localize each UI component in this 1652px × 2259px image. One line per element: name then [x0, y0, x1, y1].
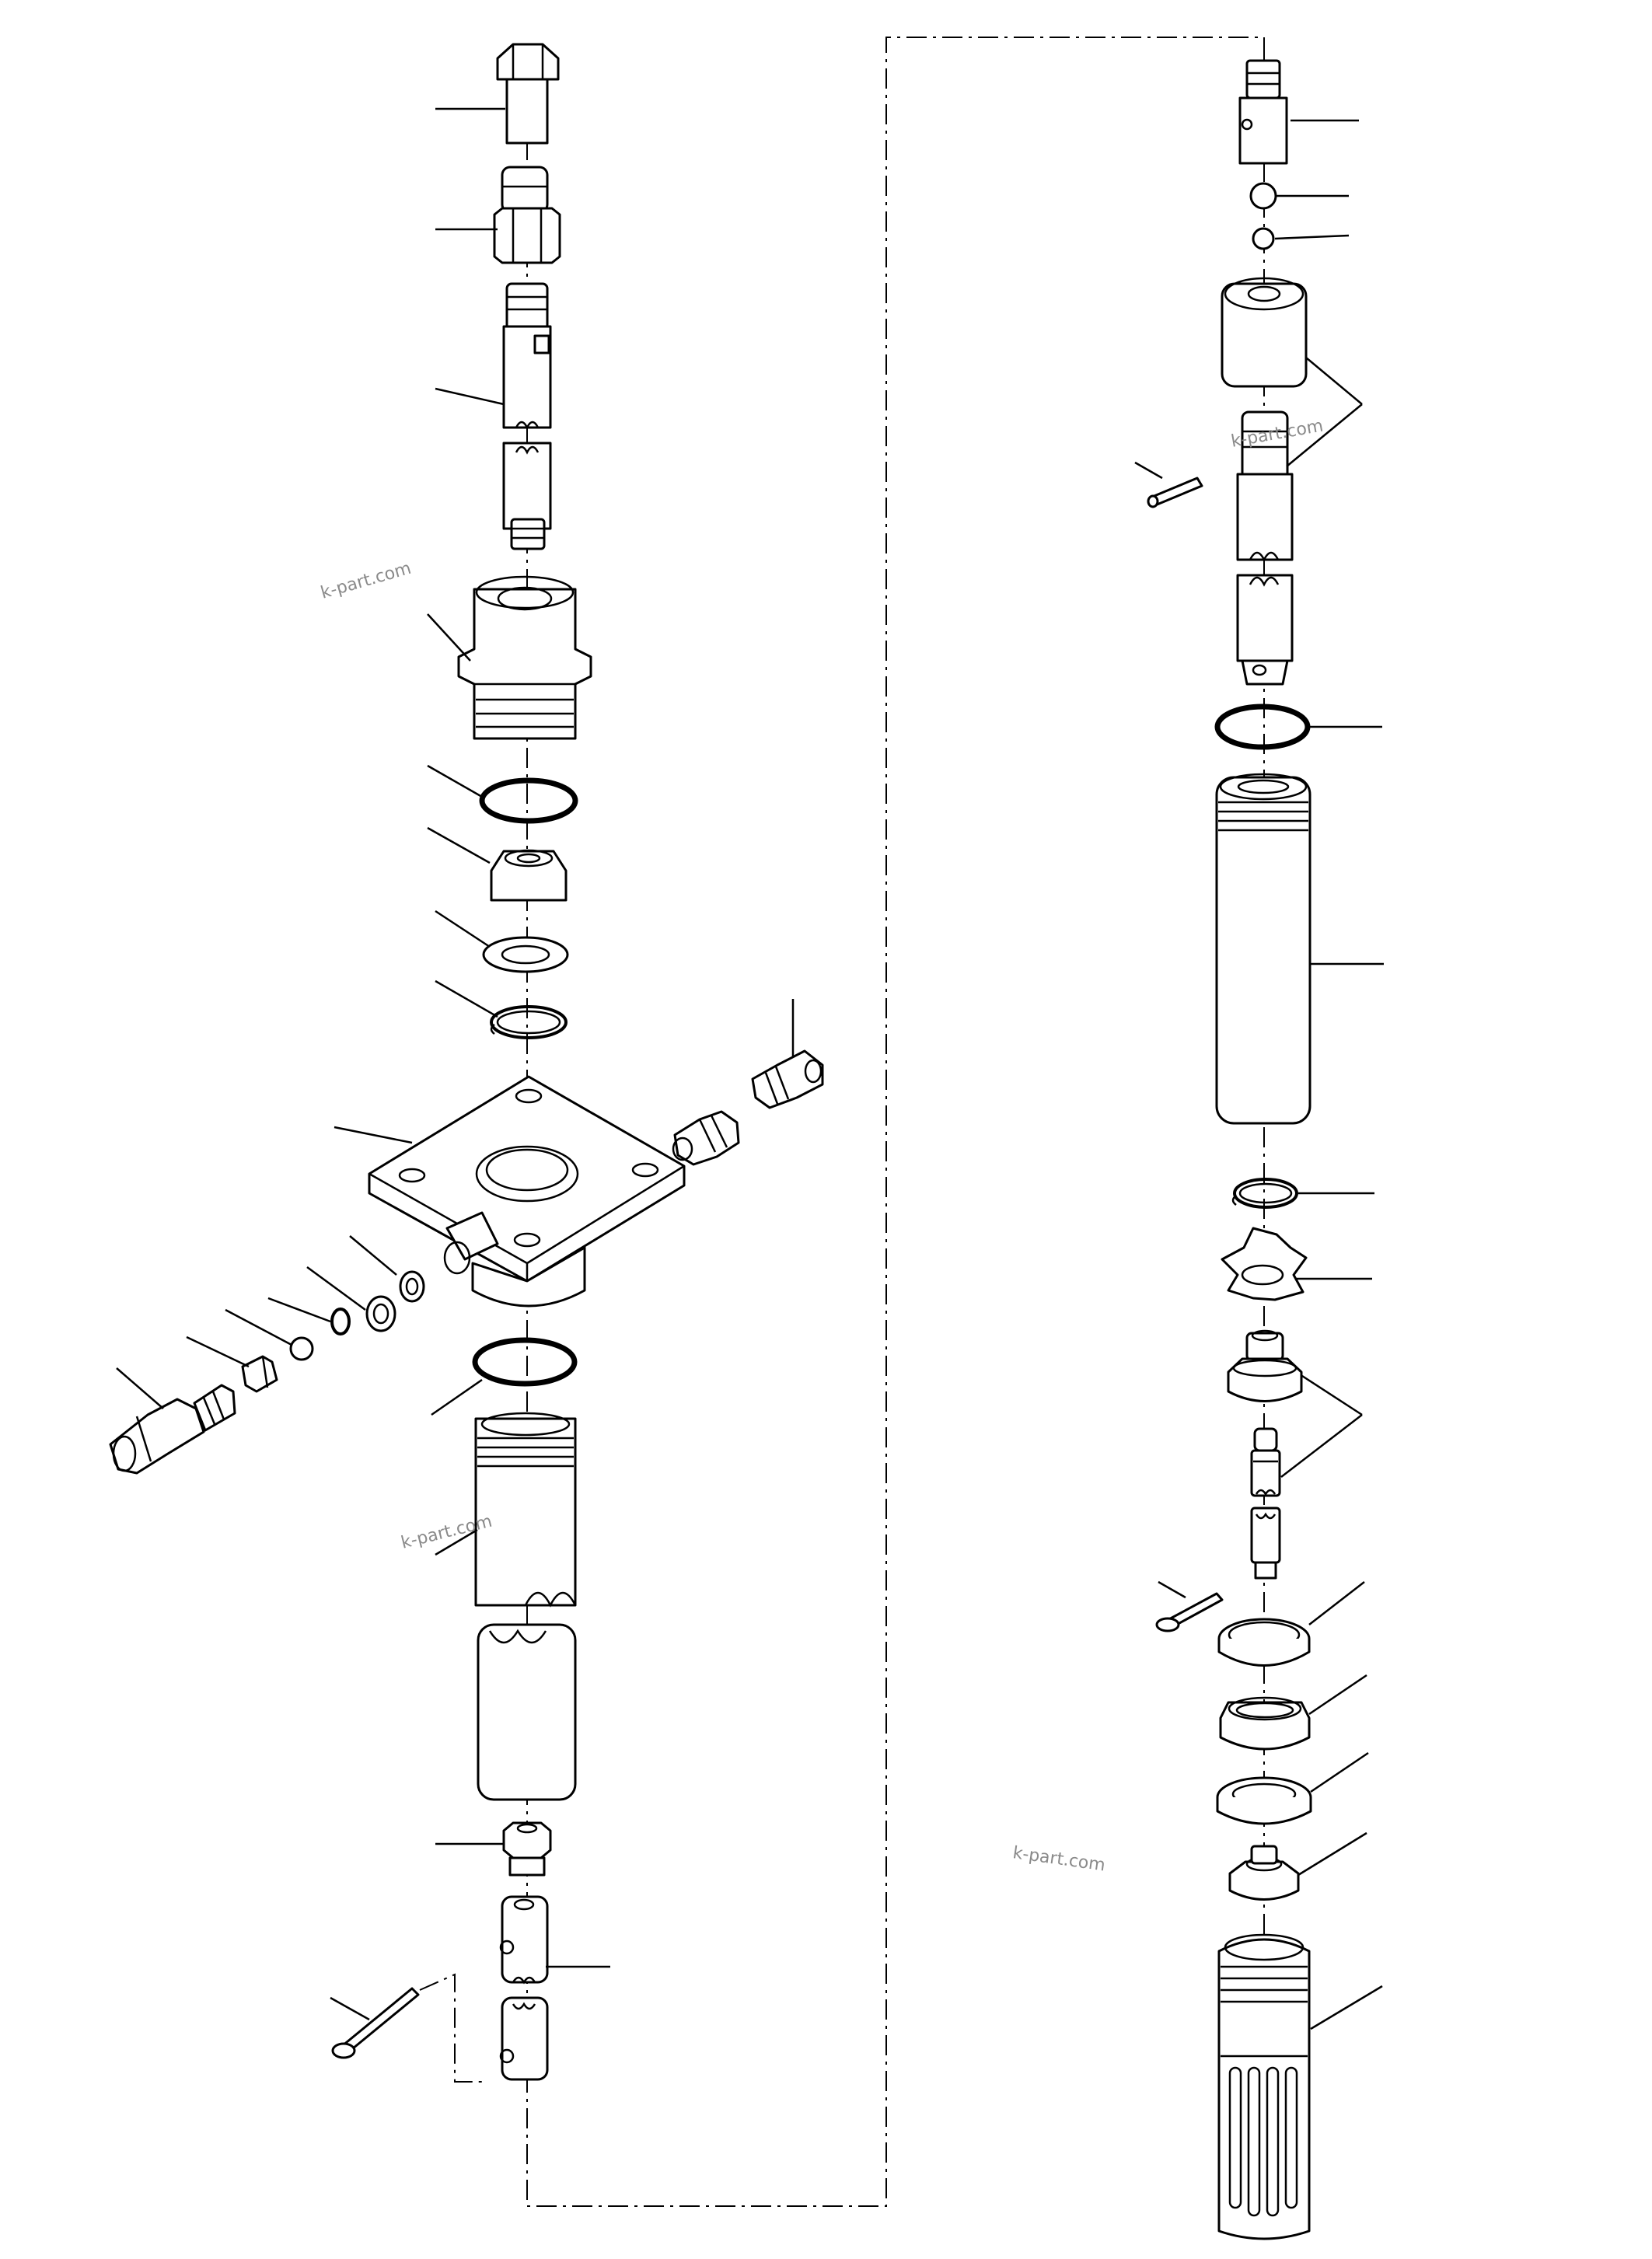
main-cylinder-part: [1215, 773, 1311, 1125]
seal-cup-part: [490, 849, 568, 902]
watermark-text: k-part.com: [1011, 1843, 1106, 1875]
side-plug-fitting: [109, 1384, 236, 1475]
leader-line: [431, 1378, 483, 1416]
leader-line: [1310, 1751, 1369, 1793]
leader-line: [435, 1528, 478, 1556]
leader-line: [225, 1308, 292, 1346]
assembly-connection-line: [526, 37, 1265, 2207]
leader-line: [1308, 1674, 1367, 1716]
o-ring-middle: [472, 1337, 578, 1387]
top-fitting-part: [1238, 59, 1288, 165]
ball-large: [1249, 182, 1277, 210]
bushing-part: [1216, 1776, 1312, 1825]
right-upper-rod-part: [1236, 410, 1294, 562]
hex-bolt-part: [496, 43, 560, 145]
leader-line: [1298, 1831, 1367, 1877]
banjo-fitting-part: [493, 166, 561, 264]
leader-line: [435, 979, 498, 1018]
watermark-text: k-part.com: [319, 559, 414, 603]
right-lower-rod-part: [1236, 574, 1294, 686]
leader-line: [1286, 357, 1363, 467]
mounting-plate-part: [368, 1075, 686, 1308]
lower-rod-part: [502, 442, 552, 550]
leader-line: [427, 764, 483, 798]
leader-line: [1308, 1581, 1365, 1625]
grip-handle-part: [1217, 1933, 1311, 2240]
leader-line: [116, 1367, 164, 1409]
cylinder-head-part: [457, 575, 592, 740]
snap-ring-right: [1231, 1178, 1298, 1209]
star-washer-part: [1221, 1227, 1308, 1301]
leader-line: [330, 1996, 370, 2021]
side-fitting-b: [751, 1049, 824, 1109]
leader-line: [435, 387, 505, 406]
leader-line: [186, 1335, 250, 1368]
side-seat-ring: [399, 1270, 425, 1303]
lock-nut-part: [502, 1821, 552, 1877]
upper-rod-part: [502, 282, 552, 430]
leader-line: [427, 826, 491, 864]
leader-line: [334, 1126, 413, 1144]
cotter-pin-left: [331, 1973, 482, 2083]
valve-piston-part: [1227, 1329, 1303, 1402]
o-ring-right: [1214, 704, 1311, 750]
side-spring-seat: [241, 1355, 278, 1393]
leader-line: [1280, 1374, 1363, 1478]
leader-line: [306, 1266, 366, 1311]
o-ring-upper: [479, 777, 578, 824]
side-o-ring: [330, 1308, 351, 1335]
cotter-pin-right: [1155, 1592, 1224, 1632]
leader-line: [1158, 1580, 1186, 1599]
leader-line: [427, 613, 471, 662]
cylinder-tube-part: [477, 1623, 577, 1801]
leader-line: [349, 1235, 397, 1276]
leader-line: [267, 1297, 331, 1323]
upper-sleeve-part: [1221, 277, 1308, 388]
snap-ring-upper: [490, 1005, 568, 1039]
side-fitting-a: [672, 1110, 740, 1166]
check-ball: [289, 1336, 314, 1361]
ball-small: [1252, 227, 1275, 250]
side-washer: [365, 1295, 396, 1332]
valve-stem-part: [1250, 1427, 1281, 1580]
right-assembly: [1134, 54, 1384, 2240]
packing-part: [1219, 1696, 1311, 1751]
leader-line: [1310, 1985, 1383, 2030]
washer-upper: [482, 936, 569, 973]
leader-line: [1274, 234, 1350, 240]
leader-line: [1134, 461, 1163, 480]
cylinder-barrel-part: [474, 1412, 577, 1608]
guide-part: [1228, 1845, 1300, 1901]
clevis-upper-part: [499, 1895, 549, 1985]
pin-part: [1147, 477, 1203, 508]
leader-line: [435, 910, 491, 948]
seal-ring-part: [1217, 1618, 1311, 1667]
clevis-lower-part: [499, 1996, 549, 2081]
left-assembly: [109, 43, 824, 2083]
